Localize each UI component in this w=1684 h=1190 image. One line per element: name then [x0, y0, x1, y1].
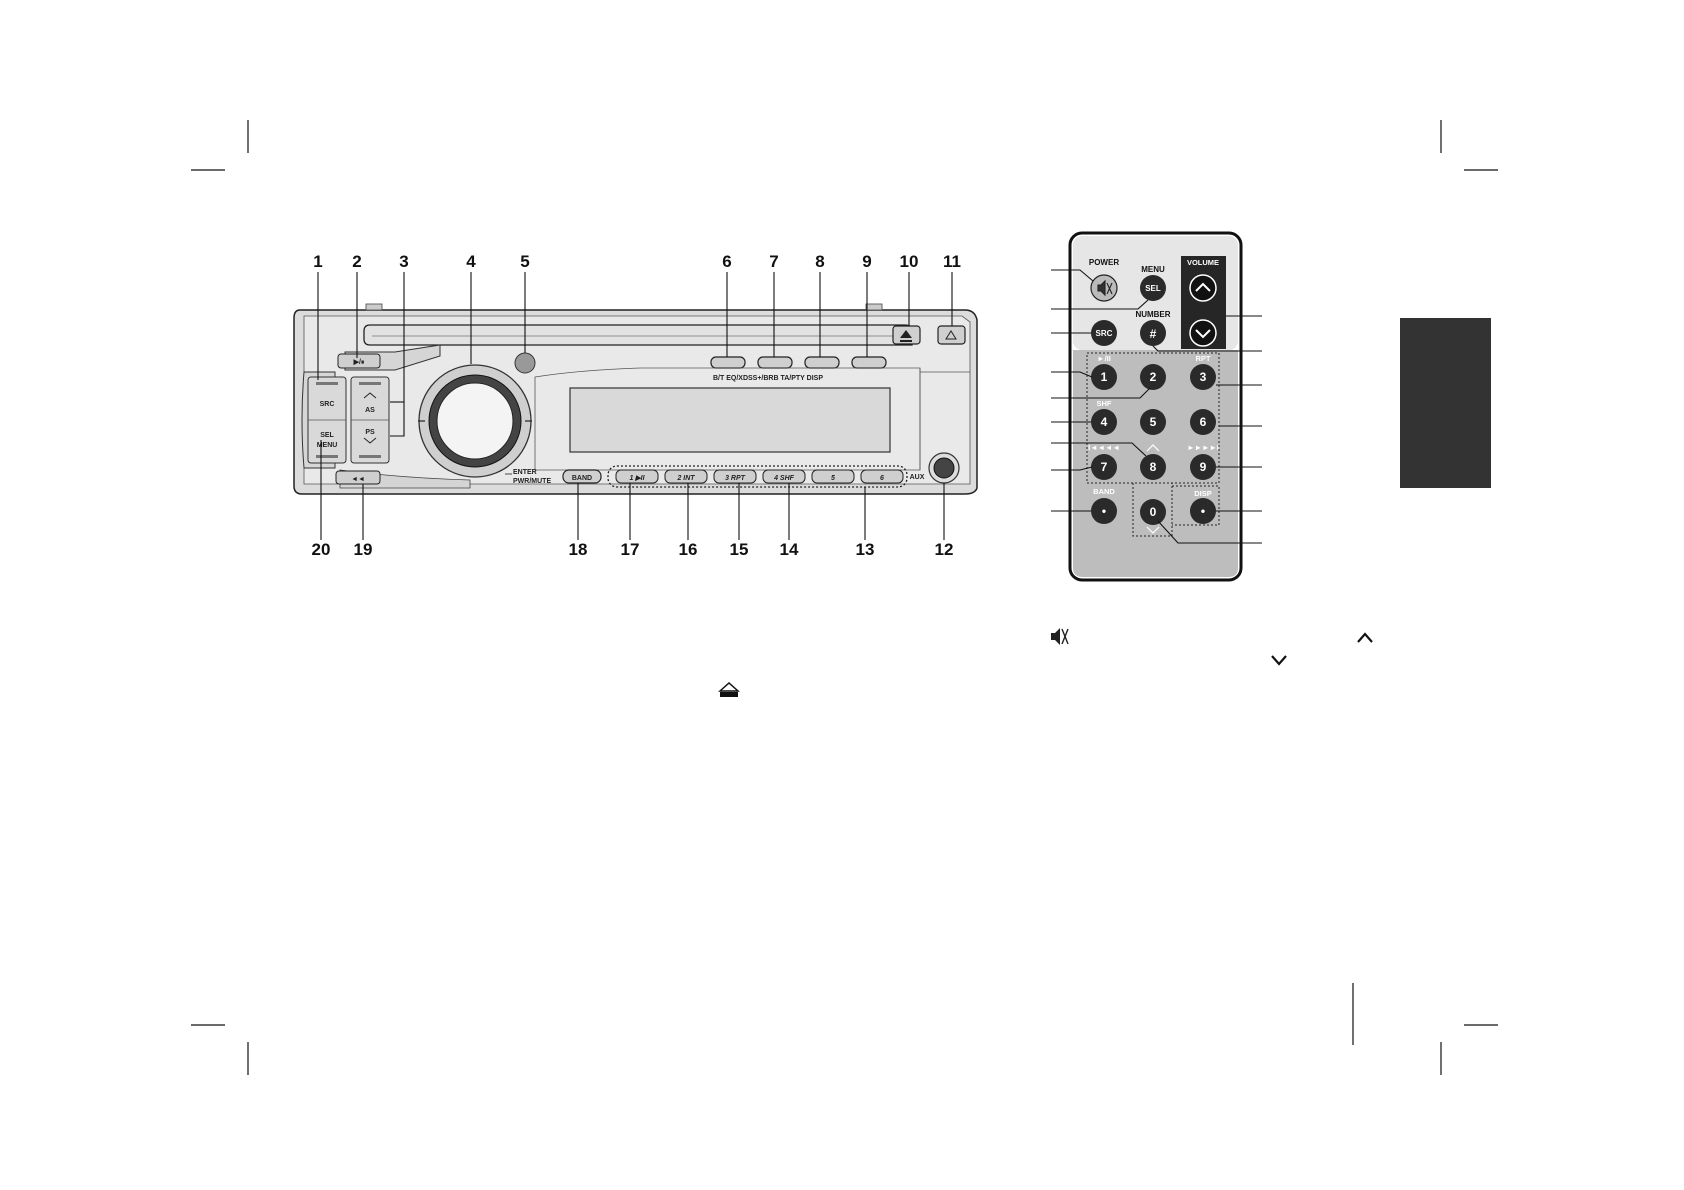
remote-key-7: 7: [1101, 460, 1108, 474]
callout-9: 9: [862, 252, 871, 271]
remote-band-button: •: [1102, 504, 1106, 518]
volume-up-icon: [1195, 282, 1211, 292]
callout-4: 4: [466, 252, 476, 271]
legend-icons: [718, 628, 1373, 697]
enter-label: ENTER: [513, 469, 537, 476]
remote-menu-label: MENU: [1141, 265, 1165, 274]
remote-shf-label: SHF: [1097, 399, 1112, 408]
remote-right-leaders: [1152, 315, 1262, 544]
as-label: AS: [365, 407, 375, 414]
section-tab: [1400, 318, 1491, 488]
remote-volume-label: VOLUME: [1187, 258, 1219, 267]
callout-12: 12: [935, 540, 954, 559]
menu-label: MENU: [317, 442, 338, 449]
remote-control-diagram: POWER MENU SEL VOLUME SRC NUMBER # ►/II …: [1051, 231, 1262, 582]
preset-2-label: 2 INT: [676, 475, 695, 482]
remote-key-0: 0: [1150, 505, 1157, 519]
remote-key-5: 5: [1150, 415, 1157, 429]
preset-5-label: 5: [831, 475, 835, 482]
speaker-mute-icon: [1051, 628, 1069, 645]
top-callout-numbers: 1 2 3 4 5 6 7 8 9 10 11: [313, 252, 961, 271]
callout-17: 17: [621, 540, 640, 559]
pwr-mute-label: PWR/MUTE: [513, 478, 551, 485]
chevron-down-icon: [1271, 655, 1287, 666]
speaker-mute-icon: [1097, 279, 1113, 297]
remote-play-pause-label: ►/II: [1097, 354, 1111, 363]
callout-2: 2: [352, 252, 361, 271]
remote-band-label: BAND: [1093, 487, 1115, 496]
remote-hash-button: #: [1150, 327, 1157, 341]
callout-15: 15: [730, 540, 749, 559]
aux-label: AUX: [910, 474, 925, 481]
head-unit-diagram: SRC SEL MENU AS PS ▶/⏸ ◄◄ B/T EQ/XDSS+/B…: [293, 252, 978, 559]
remote-disp-button: •: [1201, 504, 1205, 518]
callout-16: 16: [679, 540, 698, 559]
preset-3-label: 3 RPT: [725, 475, 746, 482]
chevron-up-icon: [1357, 632, 1373, 643]
ps-label: PS: [365, 429, 375, 436]
remote-number-label: NUMBER: [1135, 310, 1170, 319]
callout-10: 10: [900, 252, 919, 271]
remote-src-button: SRC: [1096, 329, 1113, 338]
callout-20: 20: [312, 540, 331, 559]
callout-7: 7: [769, 252, 778, 271]
remote-left-leaders: [1051, 269, 1151, 512]
preset-1-label: 1 ▶II: [629, 475, 645, 482]
remote-sel-button: SEL: [1145, 284, 1161, 293]
src-label: SRC: [320, 401, 335, 408]
callout-18: 18: [569, 540, 588, 559]
remote-key-4: 4: [1101, 415, 1108, 429]
callout-13: 13: [856, 540, 875, 559]
remote-skip-back-label: I◄◄◄◄: [1088, 443, 1120, 452]
callout-1: 1: [313, 252, 322, 271]
remote-key-2: 2: [1150, 370, 1157, 384]
prev-label: ◄◄: [351, 476, 365, 483]
remote-disp-label: DISP: [1194, 489, 1212, 498]
play-pause-label: ▶/⏸: [353, 359, 365, 366]
preset-4-label: 4 SHF: [773, 475, 795, 482]
remote-key-3: 3: [1200, 370, 1207, 384]
remote-rpt-label: RPT: [1196, 354, 1211, 363]
preset-6-label: 6: [880, 475, 884, 482]
callout-6: 6: [722, 252, 731, 271]
eject-button-icon: [900, 330, 912, 342]
remote-keypad: 1 2 3 4 5 6 7 8 9 0 • •: [1091, 364, 1216, 525]
remote-key-9: 9: [1200, 460, 1207, 474]
remote-key-8: 8: [1150, 460, 1157, 474]
remote-key-1: 1: [1101, 370, 1108, 384]
callout-5: 5: [520, 252, 529, 271]
preset-buttons: 1 ▶II 2 INT 3 RPT 4 SHF 5 6: [615, 469, 904, 484]
bottom-callout-numbers: 20 19 18 17 16 15 14 13 12: [312, 540, 954, 559]
crop-marks: [191, 120, 1498, 1075]
remote-skip-fwd-label: ►►►►I: [1187, 443, 1219, 452]
top-leader-lines: [317, 272, 953, 437]
remote-power-label: POWER: [1089, 258, 1119, 267]
bottom-leader-lines: [320, 440, 945, 540]
volume-down-icon: [1195, 329, 1211, 339]
callout-8: 8: [815, 252, 824, 271]
band-label: BAND: [572, 475, 592, 482]
function-row-labels: B/T EQ/XDSS+/BRB TA/PTY DISP: [713, 375, 823, 382]
eject-icon: [718, 681, 740, 697]
remote-key-6: 6: [1200, 415, 1207, 429]
callout-11: 11: [943, 252, 961, 271]
callout-14: 14: [780, 540, 799, 559]
sel-label: SEL: [320, 432, 334, 439]
callout-3: 3: [399, 252, 408, 271]
callout-19: 19: [354, 540, 373, 559]
